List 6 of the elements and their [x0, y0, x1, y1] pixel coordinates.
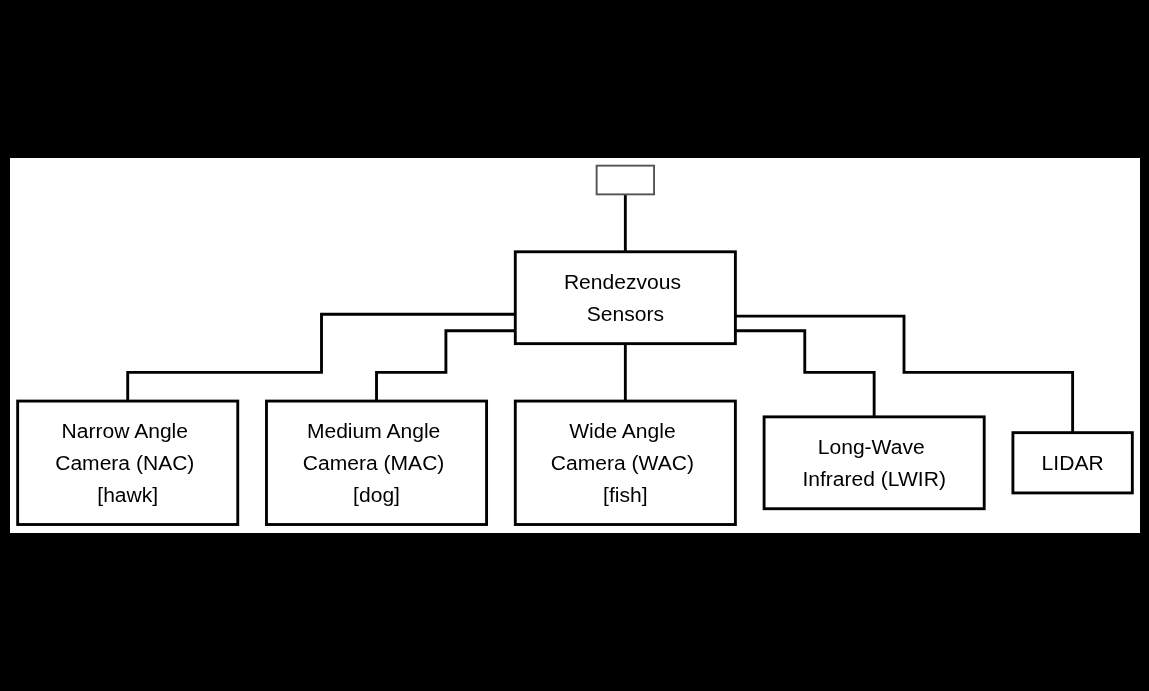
node-box: Medium Angle Camera (MAC) [dog] — [264, 400, 488, 527]
node-box: Wide Angle Camera (WAC) [fish] — [513, 400, 737, 527]
node-box: Narrow Angle Camera (NAC) [hawk] — [15, 400, 239, 527]
node-box: LIDAR — [1010, 431, 1134, 495]
node-box: Long-Wave Infrared (LWIR) — [762, 415, 986, 511]
node-box: Rendezvous Sensors — [513, 250, 737, 346]
